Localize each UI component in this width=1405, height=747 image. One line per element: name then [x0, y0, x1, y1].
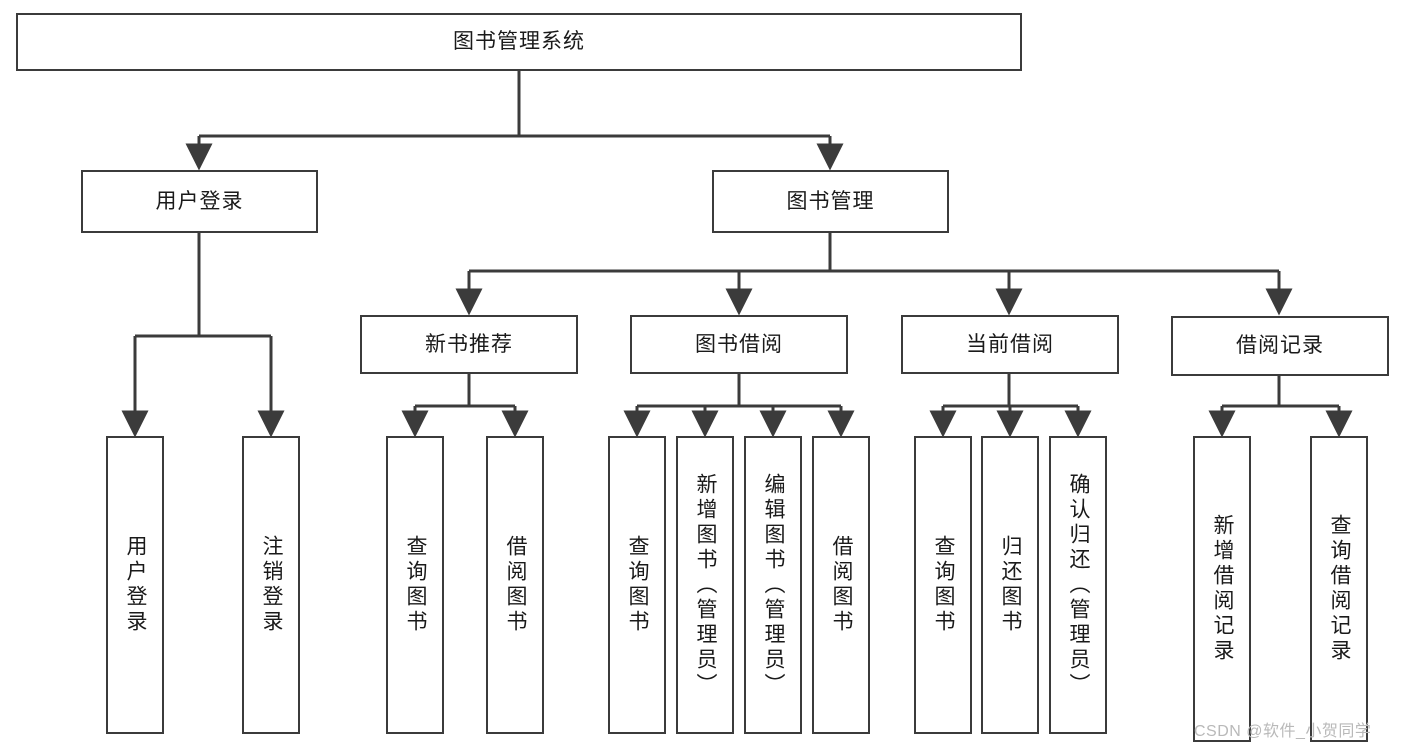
node-leaf-user-login-label: 用户登录	[124, 535, 148, 635]
node-leaf-add-record-label: 新增借阅记录	[1211, 514, 1235, 664]
node-leaf-query-record[interactable]: 查询借阅记录	[1310, 436, 1368, 742]
node-leaf-add-book-label: 新增图书（管理员）	[694, 472, 718, 698]
node-user-login-label: 用户登录	[155, 189, 244, 213]
watermark-text: CSDN @软件_小贺同学	[1194, 723, 1372, 740]
node-leaf-return-book-label: 归还图书	[999, 535, 1023, 635]
node-root-label: 图书管理系统	[453, 30, 585, 54]
node-user-login[interactable]: 用户登录	[81, 170, 318, 233]
node-book-borrow-label: 图书借阅	[695, 332, 783, 356]
node-current-borrow[interactable]: 当前借阅	[901, 315, 1119, 374]
node-leaf-logout[interactable]: 注销登录	[242, 436, 300, 734]
node-leaf-query-book-1-label: 查询图书	[404, 535, 428, 635]
node-borrow-record-label: 借阅记录	[1236, 334, 1324, 358]
node-book-borrow[interactable]: 图书借阅	[630, 315, 848, 374]
node-leaf-query-book-1[interactable]: 查询图书	[386, 436, 444, 734]
node-leaf-confirm-return[interactable]: 确认归还（管理员）	[1049, 436, 1107, 734]
node-leaf-query-book-3-label: 查询图书	[932, 535, 956, 635]
node-leaf-add-record[interactable]: 新增借阅记录	[1193, 436, 1251, 742]
node-leaf-add-book[interactable]: 新增图书（管理员）	[676, 436, 734, 734]
node-leaf-borrow-book-1[interactable]: 借阅图书	[486, 436, 544, 734]
node-leaf-logout-label: 注销登录	[260, 535, 284, 635]
node-book-manage-label: 图书管理	[786, 189, 875, 213]
node-leaf-borrow-book-2[interactable]: 借阅图书	[812, 436, 870, 734]
node-book-manage[interactable]: 图书管理	[712, 170, 949, 233]
node-leaf-edit-book-label: 编辑图书（管理员）	[762, 472, 786, 698]
node-leaf-return-book[interactable]: 归还图书	[981, 436, 1039, 734]
node-leaf-borrow-book-2-label: 借阅图书	[830, 535, 854, 635]
node-new-book-recommend-label: 新书推荐	[425, 332, 513, 356]
node-leaf-query-book-3[interactable]: 查询图书	[914, 436, 972, 734]
node-root[interactable]: 图书管理系统	[16, 13, 1022, 71]
node-current-borrow-label: 当前借阅	[966, 332, 1054, 356]
node-leaf-query-book-2[interactable]: 查询图书	[608, 436, 666, 734]
node-leaf-borrow-book-1-label: 借阅图书	[504, 535, 528, 635]
node-leaf-user-login[interactable]: 用户登录	[106, 436, 164, 734]
node-borrow-record[interactable]: 借阅记录	[1171, 316, 1389, 376]
node-leaf-query-record-label: 查询借阅记录	[1328, 514, 1352, 664]
node-leaf-edit-book[interactable]: 编辑图书（管理员）	[744, 436, 802, 734]
node-leaf-confirm-return-label: 确认归还（管理员）	[1067, 472, 1091, 698]
node-leaf-query-book-2-label: 查询图书	[626, 535, 650, 635]
node-new-book-recommend[interactable]: 新书推荐	[360, 315, 578, 374]
